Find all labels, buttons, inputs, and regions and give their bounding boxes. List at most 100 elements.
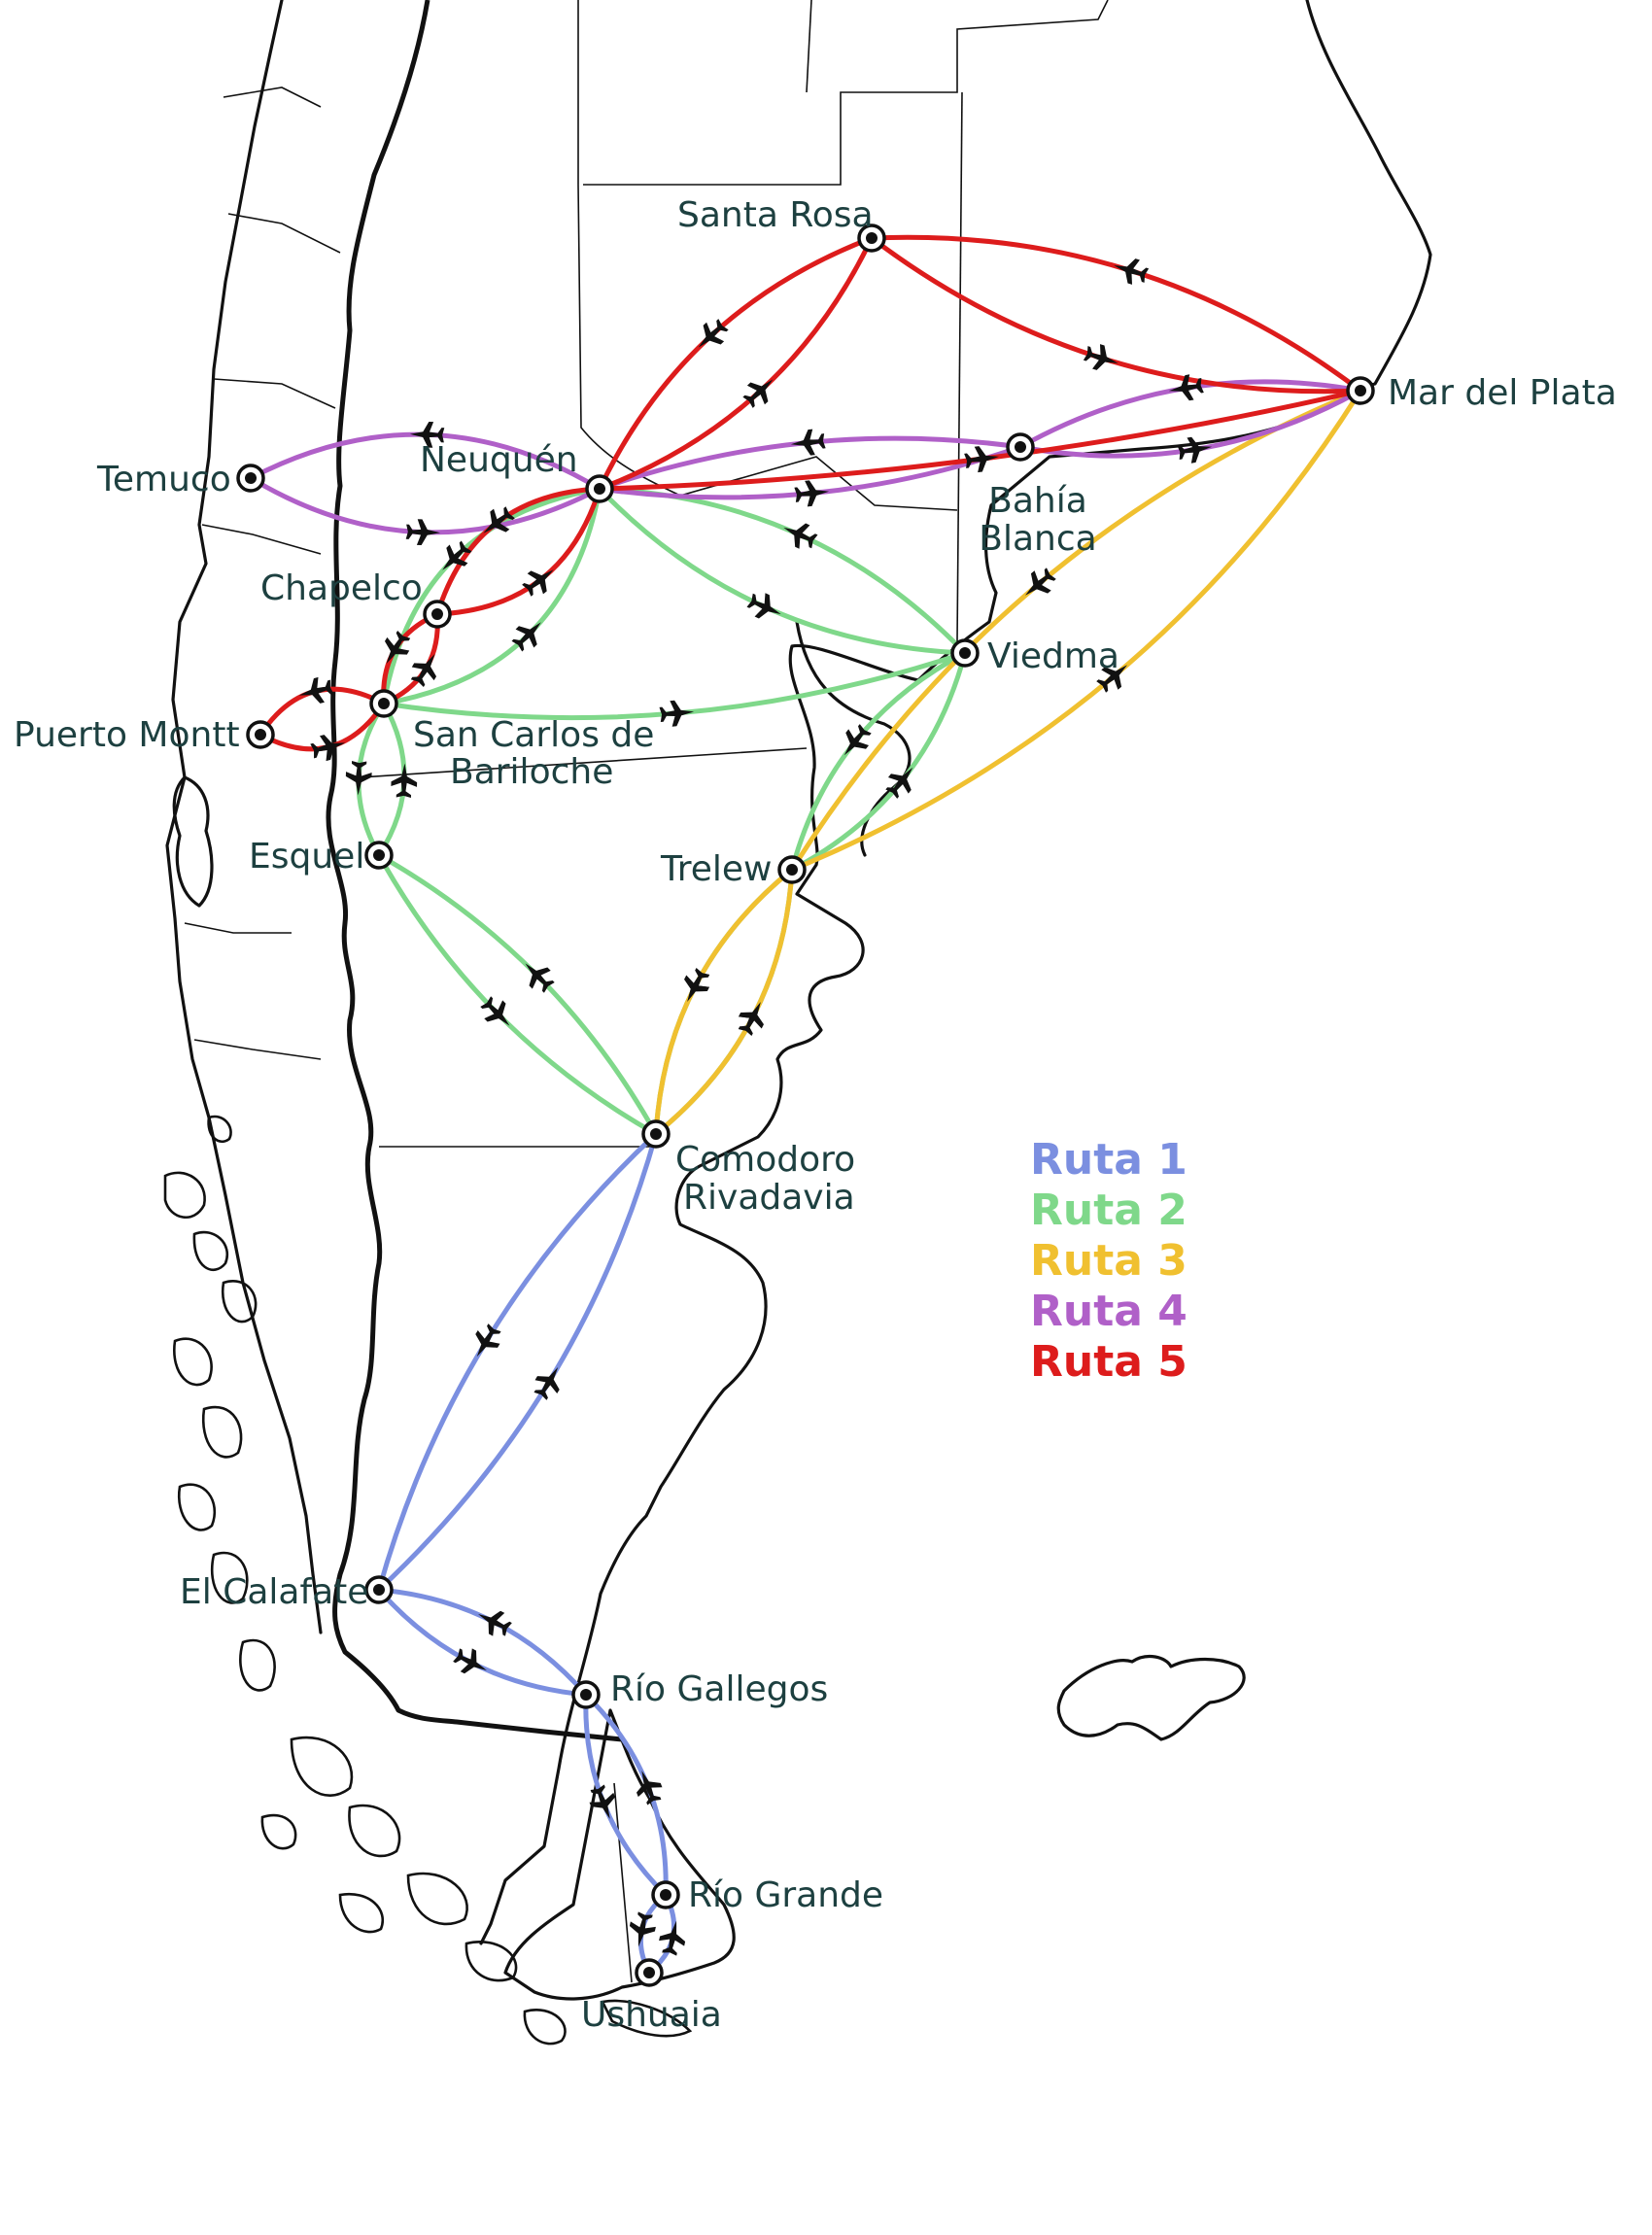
city-chapelco: Chapelco — [260, 568, 452, 629]
city-label: Ushuaia — [581, 1995, 722, 2035]
city-label: Trelew — [660, 849, 772, 889]
city-el-calafate: El Calafate — [180, 1572, 394, 1612]
plane-icon — [442, 540, 472, 570]
city-puerto-montt: Puerto Montt — [14, 715, 275, 755]
city-rio-grande: Río Grande — [651, 1875, 883, 1915]
plane-icon — [790, 429, 826, 456]
legend-item: Ruta 4 — [1030, 1287, 1187, 1336]
legend-item: Ruta 2 — [1030, 1186, 1187, 1235]
city-esquel: Esquel — [249, 837, 394, 877]
plane-icon — [480, 996, 510, 1026]
plane-icon — [629, 1911, 656, 1947]
city-label: El Calafate — [180, 1572, 368, 1612]
city-trelew: Trelew — [660, 849, 807, 889]
plane-icon — [483, 506, 515, 533]
border-chile-regions — [184, 86, 341, 1060]
plane-icon — [1024, 567, 1056, 596]
plane-icon — [310, 735, 346, 762]
falkland-islands — [1056, 1654, 1246, 1741]
city-label: Viedma — [987, 636, 1119, 676]
plane-icon — [410, 653, 437, 688]
plane-icon — [698, 319, 729, 348]
border-rionegro — [359, 747, 808, 778]
airport-marker-dot — [378, 698, 390, 709]
city-santa-rosa: Santa Rosa — [677, 195, 886, 253]
plane-icon — [783, 523, 818, 549]
plane-icon — [478, 1610, 512, 1636]
airport-marker-dot — [594, 483, 605, 495]
city-temuco: Temuco — [96, 460, 265, 499]
plane-icon — [637, 1771, 663, 1805]
plane-icon — [298, 676, 334, 704]
plane-icon — [409, 422, 445, 448]
airport-marker-dot — [786, 864, 798, 876]
city-mar-del-plata: Mar del Plata — [1346, 373, 1617, 413]
plane-icon — [1083, 344, 1119, 370]
chiloe-island — [172, 775, 214, 908]
airport-marker-dot — [1355, 385, 1366, 396]
plane-icon — [453, 1648, 487, 1674]
airport-marker-dot — [1015, 441, 1026, 453]
city-label: Mar del Plata — [1388, 373, 1617, 413]
airport-marker-dot — [373, 849, 385, 861]
airport-marker-dot — [650, 1128, 662, 1140]
city-rio-gallegos: Río Gallegos — [571, 1669, 828, 1709]
plane-icon — [511, 622, 541, 652]
city-label: Río Grande — [688, 1875, 883, 1915]
city-label: Puerto Montt — [14, 715, 240, 755]
plane-icon — [405, 519, 441, 545]
airport-marker-dot — [245, 472, 257, 484]
city-label: San Carlos de — [413, 715, 654, 755]
plane-icon — [525, 963, 555, 993]
city-label: Neuquén — [420, 440, 578, 480]
border-mendoza — [577, 0, 1109, 186]
plane-icon — [794, 480, 830, 507]
plane-icon — [1096, 665, 1128, 693]
plane-icon — [522, 569, 554, 597]
plane-icon — [659, 1920, 686, 1956]
airport-marker-dot — [660, 1889, 671, 1901]
island-south — [601, 1999, 693, 2038]
plane-icon — [746, 593, 781, 619]
airport-marker-dot — [373, 1584, 385, 1596]
city-label: Bahía — [988, 481, 1087, 521]
plane-icon — [885, 767, 913, 799]
city-ushuaia: Ushuaia — [581, 1958, 722, 2035]
city-label: Rivadavia — [683, 1178, 855, 1218]
city-viedma: Viedma — [950, 636, 1119, 676]
plane-icon — [964, 446, 999, 473]
plane-icon — [738, 1002, 764, 1036]
border-pampa-east — [956, 91, 963, 642]
city-label: Blanca — [979, 519, 1096, 559]
border-pampa-north — [806, 0, 812, 93]
plane-icon — [1177, 436, 1213, 464]
fjord-islands — [163, 1115, 567, 2046]
legend-item: Ruta 1 — [1030, 1135, 1187, 1185]
plane-icon — [843, 724, 872, 756]
plane-icon — [345, 760, 372, 796]
city-label: Comodoro — [675, 1140, 855, 1180]
plane-icon — [1168, 374, 1204, 401]
city-neuquen: Neuquén — [420, 440, 614, 503]
city-label: Esquel — [249, 837, 364, 877]
city-label: Temuco — [96, 460, 231, 499]
plane-icon — [589, 1784, 615, 1819]
tierra-del-fuego — [503, 1708, 736, 2001]
andes-border — [326, 0, 623, 1742]
airport-marker-dot — [431, 608, 443, 620]
city-label: Chapelco — [260, 568, 423, 608]
plane-icon — [684, 968, 710, 1002]
tdf-border — [613, 1782, 633, 1983]
plane-icon — [391, 763, 418, 799]
city-label: Río Gallegos — [610, 1669, 828, 1709]
plane-icon — [533, 1366, 560, 1400]
plane-icon — [742, 379, 774, 408]
airport-marker-dot — [959, 647, 971, 659]
